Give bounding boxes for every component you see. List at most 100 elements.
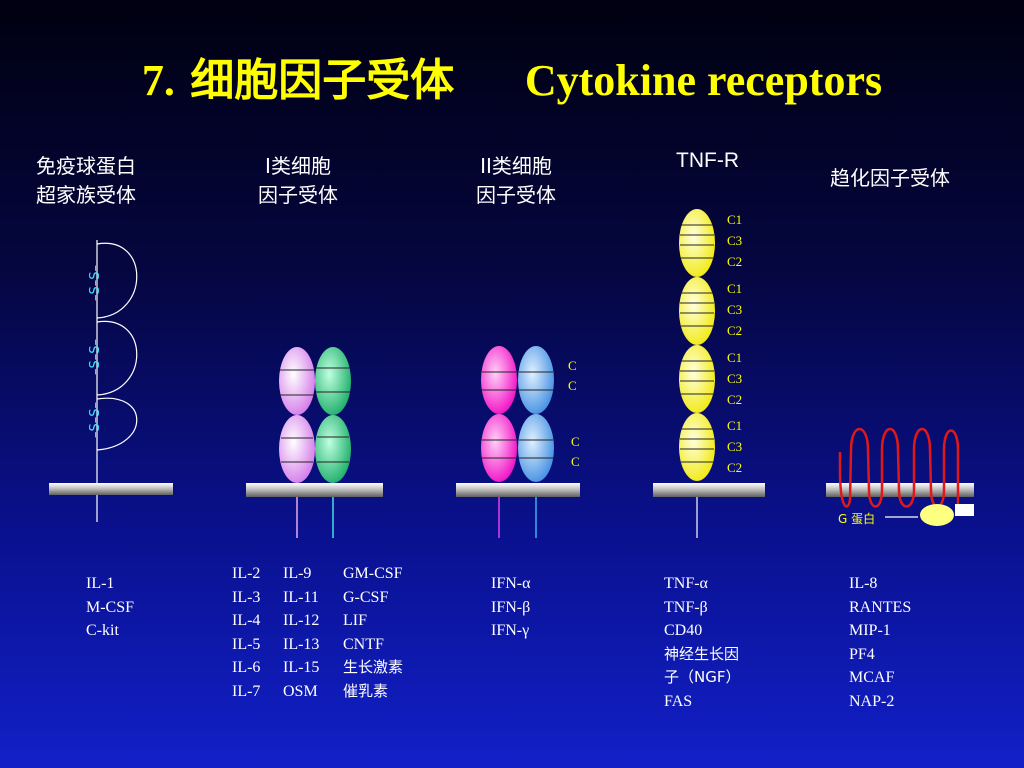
class1-receptor [246,347,383,538]
seven-transmembrane-loop [838,428,960,512]
header-class2: II类细胞 因子受体 [476,152,556,210]
c-terminal-tail [955,504,974,516]
ligand-item: IL-2 [232,565,261,582]
ig-superfamily-receptor: –S–S– –S–S– –S–S– [49,240,173,522]
ligand-item: NAP-2 [849,692,895,710]
ligand-item: IL-3 [232,588,261,606]
ligand-item: 催乳素 [343,681,389,700]
membrane-3 [456,483,580,497]
ligand-item: CD40 [664,622,703,639]
ligand-item: IL-1 [86,575,115,592]
class1-domain-upper-left [279,347,315,415]
class1-domain-upper-right [315,347,351,415]
cysteine-label-3: C [571,434,580,449]
ligand-item: C-kit [86,622,119,639]
ligands-class1: IL-2 IL-3 IL-4 IL-5 IL-6 IL-7 IL-9 IL-11… [232,562,403,703]
class2-domain-lower-right [518,414,554,482]
tnfr-label-c2-4: C2 [727,460,742,475]
ligand-item: TNF-β [664,598,708,616]
header-class1-line1: I类细胞 [265,154,331,178]
class1-domain-lower-right [315,415,351,483]
header-class1-line2: 因子受体 [258,183,338,207]
ligands-ig-superfamily: IL-1 M-CSF C-kit [86,572,134,643]
g-protein-label: G 蛋白 [838,512,876,526]
ligand-item: IFN-α [491,575,531,592]
disulfide-label-2: –S–S– [88,339,103,375]
header-chemokine: 趋化因子受体 [830,164,950,193]
tnfr-label-c3-1: C3 [727,233,742,248]
class2-receptor: C C C C [456,346,580,538]
tnfr-domain-3 [679,345,715,413]
tnfr-label-c2-1: C2 [727,254,742,269]
ligands-class2: IFN-α IFN-β IFN-γ [491,572,531,643]
g-protein-shape [920,504,954,526]
tnfr-label-c3-2: C3 [727,302,742,317]
cysteine-label-4: C [571,454,580,469]
ligand-item: G-CSF [343,588,389,606]
tnfr-label-c2-3: C2 [727,392,742,407]
header-class2-line2: 因子受体 [476,183,556,207]
ligand-item: CNTF [343,635,384,653]
ligand-item: RANTES [849,598,912,616]
tnfr-label-c1-2: C1 [727,281,742,296]
ligand-item: IL-15 [283,659,320,676]
ligand-item: MCAF [849,669,895,686]
tnfr-label-c1-3: C1 [727,350,742,365]
ligand-item: LIF [343,612,367,629]
ligand-item: IFN-γ [491,622,530,639]
membrane-4 [653,483,765,497]
disulfide-label-1: –S–S– [88,265,103,301]
header-ig-line1: 免疫球蛋白 [36,154,136,178]
ligand-item: IL-4 [232,612,261,629]
ig-domain-loop-3 [96,397,138,451]
ligands-chemokine: IL-8 RANTES MIP-1 PF4 MCAF NAP-2 [849,572,911,713]
ligands-class1-col1: IL-2 IL-3 IL-4 IL-5 IL-6 IL-7 [232,562,283,703]
membrane-2 [246,483,383,497]
disulfide-label-3: –S–S– [88,402,103,438]
tnfr-domain-1 [679,209,715,277]
ligands-class1-col2: IL-9 IL-11 IL-12 IL-13 IL-15 OSM [283,562,343,703]
class2-domain-upper-right [518,346,554,414]
ligand-item: IL-6 [232,659,261,676]
title-chinese: 细胞因子受体 [190,55,455,106]
tnfr-label-c3-3: C3 [727,371,742,386]
class2-domain-upper-left [481,346,517,414]
ligand-item: PF4 [849,645,875,663]
title-number: 7. [141,56,175,105]
ligand-item: IL-8 [849,575,878,592]
header-chemokine-line1: 趋化因子受体 [830,166,950,190]
ligand-item: IFN-β [491,598,531,616]
tnfr-label-c3-4: C3 [727,439,742,454]
tnfr-label-c2-2: C2 [727,323,742,338]
ligand-item: GM-CSF [343,565,403,582]
ligands-tnfr: TNF-α TNF-β CD40 神经生长因 子（NGF） FAS [664,572,740,713]
ligand-item: IL-5 [232,635,261,653]
header-class2-line1: II类细胞 [480,154,552,178]
header-tnfr: TNF-R [676,146,739,175]
ligand-item: IL-9 [283,565,312,582]
tnfr-domain-4 [679,413,715,481]
tnfr-stripes [680,224,714,463]
chemokine-receptor [826,428,974,526]
ig-domain-loop-2 [96,320,138,396]
ligands-class1-col3: GM-CSF G-CSF LIF CNTF 生长激素 催乳素 [343,562,403,703]
title-english: Cytokine receptors [524,56,883,105]
ligand-item: TNF-α [664,575,708,592]
ig-domain-loop-1 [96,242,138,319]
ligand-item: IL-7 [232,682,261,700]
header-ig-line2: 超家族受体 [36,183,136,207]
ligand-item: IL-13 [283,635,320,653]
header-ig-superfamily: 免疫球蛋白 超家族受体 [36,152,136,210]
class1-domain-lower-left [279,415,315,483]
membrane-1 [49,483,173,495]
ligand-item: OSM [283,682,318,700]
class1-stripes [280,367,350,463]
ligand-item: 子（NGF） [664,668,741,686]
cysteine-label-2: C [568,378,577,393]
ligand-item: IL-12 [283,612,320,629]
slide-title: 7. 细胞因子受体 Cytokine receptors [0,44,1024,108]
ligand-item: M-CSF [86,598,135,616]
tnfr-domain-labels: C1 C3 C2 C1 C3 C2 C1 C3 C2 C1 C3 C2 [727,212,742,475]
tnfr-label-c1-1: C1 [727,212,742,227]
